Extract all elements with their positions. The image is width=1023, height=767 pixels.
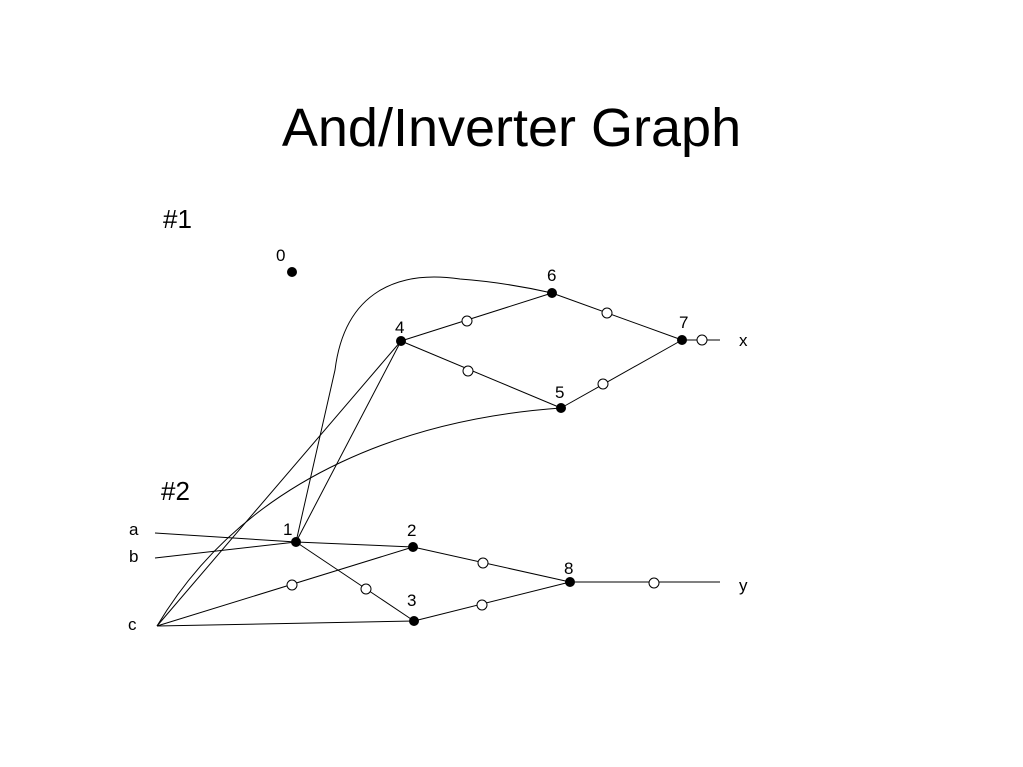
input-label-b: b bbox=[129, 547, 138, 566]
edge-2-8 bbox=[412, 546, 571, 583]
input-label-a: a bbox=[129, 520, 139, 539]
inverters bbox=[286, 307, 708, 611]
edge-1-6 bbox=[295, 276, 553, 543]
node-label-4: 4 bbox=[395, 318, 404, 337]
section-label-1: #1 bbox=[163, 204, 192, 234]
node-4 bbox=[396, 336, 406, 346]
edge-1-2 bbox=[295, 541, 414, 548]
inverter-2-8 bbox=[477, 557, 489, 569]
inverter-6-7 bbox=[601, 307, 613, 319]
node-label-6: 6 bbox=[547, 266, 556, 285]
node-3 bbox=[409, 616, 419, 626]
inverter-4-6 bbox=[461, 315, 473, 327]
output-label-y: y bbox=[739, 576, 748, 595]
edge-1-4 bbox=[295, 340, 402, 543]
edges-graph-1 bbox=[156, 276, 720, 627]
input-label-c: c bbox=[128, 615, 137, 634]
edge-4-5 bbox=[400, 340, 562, 409]
inverter-3-8 bbox=[476, 599, 488, 611]
node-label-5: 5 bbox=[555, 383, 564, 402]
edge-6-7 bbox=[551, 292, 683, 341]
edge-c-3 bbox=[156, 620, 415, 627]
edge-5-7 bbox=[560, 339, 683, 409]
io-labels: a b c x y bbox=[128, 331, 748, 634]
node-label-2: 2 bbox=[407, 521, 416, 540]
output-label-x: x bbox=[739, 331, 748, 350]
node-label-3: 3 bbox=[407, 591, 416, 610]
edge-b-1 bbox=[154, 541, 297, 559]
node-label-1: 1 bbox=[283, 520, 292, 539]
node-label-0: 0 bbox=[276, 246, 285, 265]
edges-graph-2 bbox=[154, 532, 720, 627]
edge-c-4 bbox=[156, 340, 402, 627]
edge-c-5 bbox=[156, 407, 562, 627]
inverter-8-y bbox=[648, 577, 660, 589]
edge-1-3 bbox=[295, 541, 415, 622]
node-label-8: 8 bbox=[564, 559, 573, 578]
node-6 bbox=[547, 288, 557, 298]
node-2 bbox=[408, 542, 418, 552]
node-8 bbox=[565, 577, 575, 587]
edge-3-8 bbox=[413, 581, 571, 622]
node-5 bbox=[556, 403, 566, 413]
node-1 bbox=[291, 537, 301, 547]
node-7 bbox=[677, 335, 687, 345]
inverter-4-5 bbox=[462, 365, 474, 377]
inverter-1-3 bbox=[360, 583, 372, 595]
node-0 bbox=[287, 267, 297, 277]
and-nodes bbox=[287, 267, 687, 626]
edge-a-1 bbox=[154, 532, 297, 543]
inverter-c-2 bbox=[286, 579, 298, 591]
section-label-2: #2 bbox=[161, 476, 190, 506]
slide-title: And/Inverter Graph bbox=[281, 98, 742, 158]
edge-c-2 bbox=[156, 546, 414, 627]
node-label-7: 7 bbox=[679, 313, 688, 332]
inverter-5-7 bbox=[597, 378, 609, 390]
edge-4-6 bbox=[400, 292, 553, 342]
node-labels: 0 1 2 3 4 5 6 7 8 bbox=[276, 246, 688, 610]
inverter-7-x bbox=[696, 334, 708, 346]
